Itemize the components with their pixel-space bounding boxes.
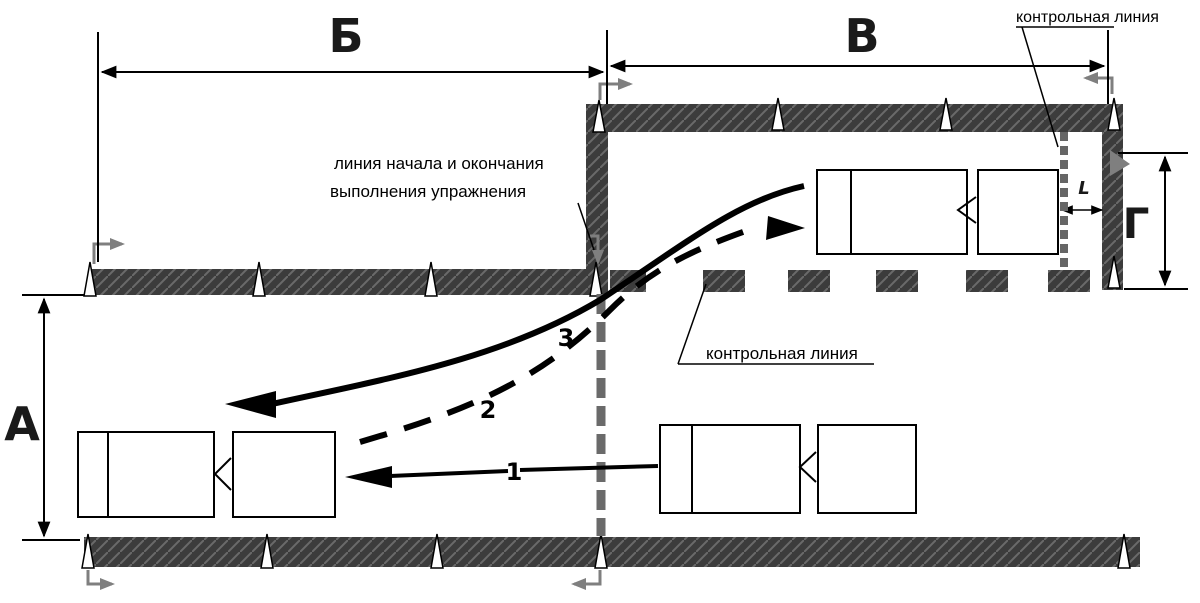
cones	[81, 97, 1131, 569]
cone	[771, 97, 785, 131]
start-line-label-1: линия начала и окончания	[334, 154, 544, 173]
cone	[252, 261, 266, 297]
control-line-label-mid: контрольная линия	[706, 344, 858, 363]
cone	[430, 533, 444, 569]
cone	[260, 533, 274, 569]
bay-left-post	[586, 104, 608, 294]
dimension-g: Г	[1123, 199, 1150, 248]
path-label-1: 1	[506, 458, 523, 486]
bay-right-post	[1102, 104, 1123, 290]
cone	[1117, 533, 1131, 569]
path-label-2: 2	[480, 396, 497, 424]
path-label-3: 3	[558, 324, 575, 352]
barriers	[84, 104, 1140, 567]
cone	[589, 261, 603, 297]
vehicle-start	[659, 424, 917, 514]
dimension-b: Б	[328, 9, 363, 63]
bay-dashed-edge	[610, 270, 1090, 292]
path-1	[345, 464, 659, 488]
dimension-v: В	[844, 9, 879, 63]
vehicle-parked	[816, 169, 1059, 255]
top-left-barrier	[90, 269, 605, 295]
cone	[939, 97, 953, 131]
cone	[81, 533, 95, 569]
cone	[83, 261, 97, 297]
leader-lines	[577, 26, 1114, 365]
cone	[424, 261, 438, 297]
dimension-a: А	[4, 397, 40, 451]
bay-top-barrier	[586, 104, 1123, 132]
dimension-l: L	[1078, 178, 1089, 199]
cone	[1107, 97, 1121, 131]
cone	[592, 99, 606, 133]
cone	[1107, 255, 1121, 289]
start-line-label-2: выполнения упражнения	[330, 182, 526, 201]
vehicle-finish	[77, 431, 336, 518]
path-3	[225, 183, 805, 418]
bottom-barrier	[84, 537, 1140, 567]
path-2	[359, 216, 805, 445]
cone	[594, 533, 608, 569]
gray-direction-arrows	[86, 72, 1130, 590]
dimension-lines	[22, 30, 1188, 541]
control-line-label-top: контрольная линия	[1016, 9, 1159, 26]
